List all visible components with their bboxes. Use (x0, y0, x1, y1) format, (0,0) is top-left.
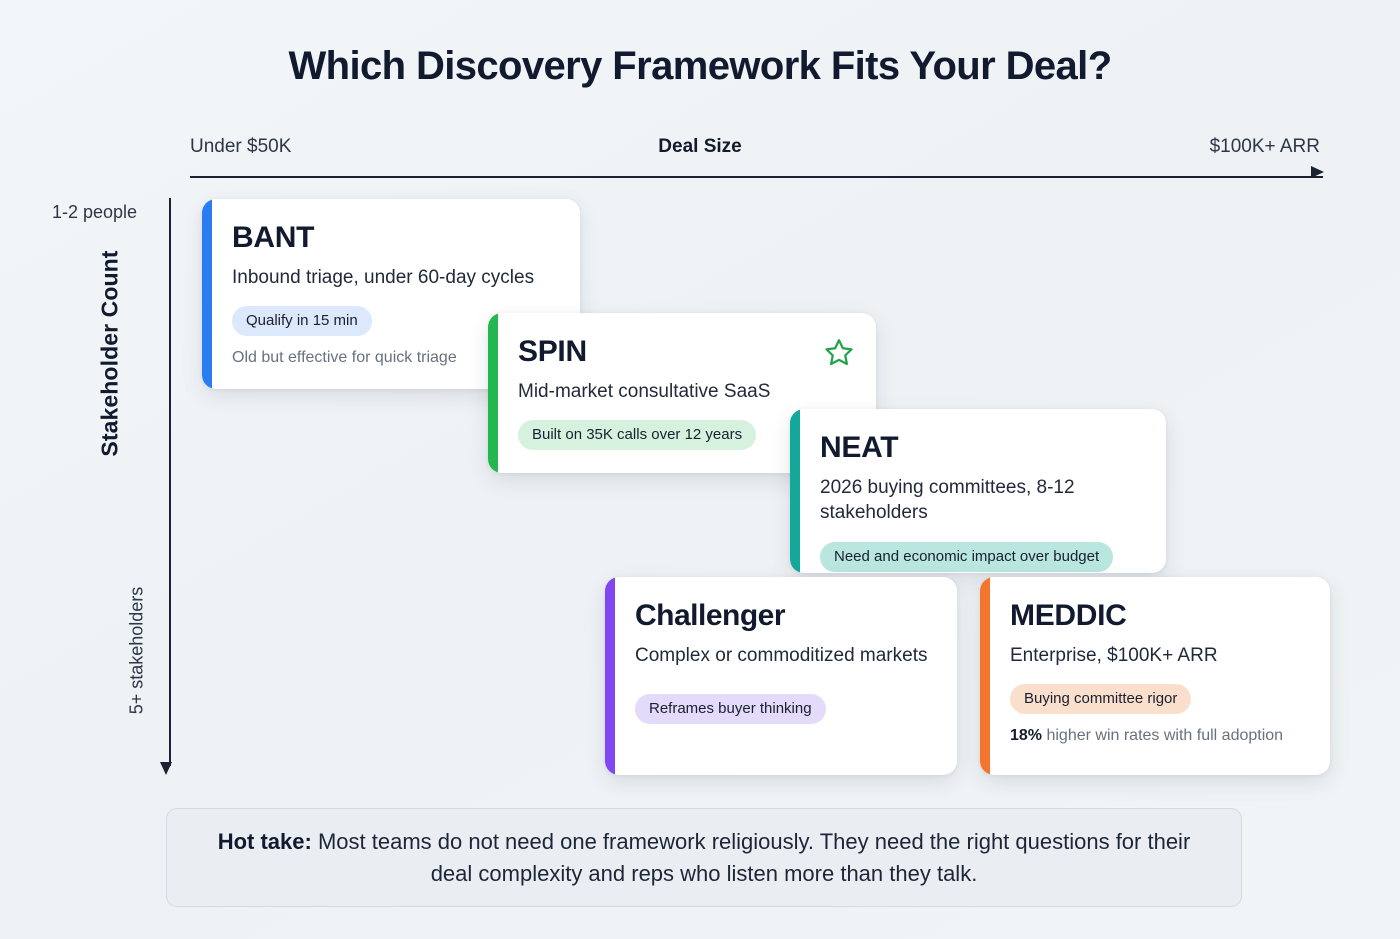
card-description: 2026 buying committees, 8-12 stakeholder… (820, 477, 1075, 524)
page-title: Which Discovery Framework Fits Your Deal… (288, 44, 1112, 88)
card-accent-bar (605, 577, 615, 775)
x-axis-left-tick: Under $50K (190, 136, 292, 157)
card-title: Challenger (635, 599, 786, 632)
x-axis-line (190, 176, 1323, 178)
card-accent-bar (488, 313, 498, 473)
hot-take-body: Most teams do not need one framework rel… (311, 829, 1191, 886)
card-pill: Need and economic impact over budget (820, 541, 1114, 572)
card-title: SPIN (518, 335, 587, 368)
x-axis-arrow-icon (1311, 166, 1324, 178)
framework-card-challenger[interactable]: Challenger Complex or commoditized marke… (605, 577, 957, 775)
hot-take-callout: Hot take: Most teams do not need one fra… (166, 808, 1242, 907)
y-axis-label: Stakeholder Count (96, 250, 123, 457)
card-pill: Qualify in 15 min (232, 306, 372, 337)
card-title: MEDDIC (1010, 599, 1127, 632)
y-axis-bottom-tick: 5+ stakeholders (126, 586, 147, 715)
card-note: 18% higher win rates with full adoption (1010, 727, 1304, 745)
card-accent-bar (202, 199, 212, 389)
card-description: Enterprise, $100K+ ARR (1010, 645, 1218, 666)
card-note: Old but effective for quick triage (232, 349, 457, 367)
x-axis-label: Deal Size (658, 136, 742, 157)
card-pill: Buying committee rigor (1010, 684, 1192, 715)
card-accent-bar (980, 577, 990, 775)
card-title: BANT (232, 221, 315, 254)
card-title: NEAT (820, 431, 899, 464)
card-description: Complex or commoditized markets (635, 645, 928, 666)
card-description: Mid-market consultative SaaS (518, 381, 771, 402)
hot-take-text: Hot take: Most teams do not need one fra… (213, 826, 1195, 888)
card-pill: Built on 35K calls over 12 years (518, 420, 757, 451)
card-accent-bar (790, 409, 800, 573)
framework-card-neat[interactable]: NEAT 2026 buying committees, 8-12 stakeh… (790, 409, 1166, 573)
card-pill: Reframes buyer thinking (635, 694, 826, 725)
framework-card-meddic[interactable]: MEDDIC Enterprise, $100K+ ARR Buying com… (980, 577, 1330, 775)
y-axis-line (169, 198, 171, 766)
card-note-rest: higher win rates with full adoption (1042, 727, 1284, 745)
y-axis-top-tick: 1-2 people (52, 202, 138, 222)
x-axis-right-tick: $100K+ ARR (1209, 136, 1320, 157)
card-description: Inbound triage, under 60-day cycles (232, 267, 535, 288)
hot-take-lead: Hot take: (217, 829, 312, 855)
card-note-stat: 18% (1010, 727, 1043, 745)
y-axis-arrow-icon (160, 762, 172, 775)
star-icon[interactable] (824, 337, 854, 372)
